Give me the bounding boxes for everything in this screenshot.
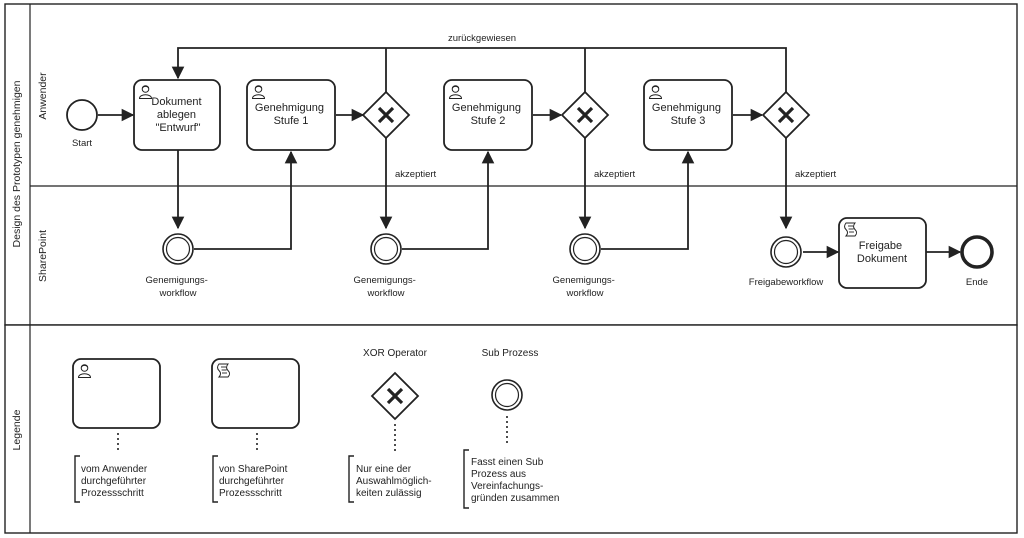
subprocess-workflow-2	[370, 233, 402, 265]
task-genehmigung-stufe-2	[443, 79, 533, 151]
lane-user-label: Anwender	[37, 72, 49, 120]
user-icon	[647, 83, 664, 100]
legend-sharepoint-task-desc: von SharePoint durchgeführter Prozesssch…	[219, 464, 290, 499]
user-icon	[76, 362, 93, 379]
start-event	[66, 99, 98, 131]
label-accepted-1: akzeptiert	[395, 169, 437, 180]
legend-xor-desc: Nur eine der Auswahlmöglich- keiten zulä…	[356, 464, 434, 499]
subprocess-workflow-2-label: Genemigungs- workflow	[354, 275, 419, 299]
label-rejected: zurückgewiesen	[448, 33, 516, 44]
flow-rejected-loop	[171, 47, 787, 92]
task-dokument-ablegen-label: Dokument ablegen "Entwurf"	[151, 96, 204, 134]
pool-title: Design des Prototypen genehmigen	[11, 80, 23, 247]
subprocess-workflow-1	[162, 233, 194, 265]
legend-pool-title: Legende	[11, 409, 23, 450]
flow-workflow2-to-stufe2	[402, 150, 495, 250]
task-freigabe-dokument-label: Freigabe Dokument	[857, 240, 907, 265]
subprocess-workflow-3	[569, 233, 601, 265]
legend-sub-desc: Fasst einen Sub Prozess aus Vereinfachun…	[471, 457, 559, 504]
legend-sharepoint-task	[211, 358, 300, 429]
flow-workflow1-to-stufe1	[194, 150, 298, 250]
task-dokument-ablegen	[133, 79, 221, 151]
end-event	[960, 235, 994, 269]
xor-gateway-icon	[560, 90, 610, 140]
subprocess-freigabe-workflow	[770, 236, 802, 268]
legend-pool	[4, 324, 1018, 534]
lane-sharepoint-label: SharePoint	[37, 230, 49, 282]
subprocess-workflow-3-label: Genemigungs- workflow	[553, 275, 618, 299]
xor-gateway-icon	[361, 90, 411, 140]
label-accepted-3: akzeptiert	[795, 169, 837, 180]
user-icon	[447, 83, 464, 100]
task-genehmigung-stufe-1	[246, 79, 336, 151]
xor-gateway-icon	[761, 90, 811, 140]
task-genehmigung-stufe-3-label: Genehmigung Stufe 3	[652, 102, 724, 127]
legend-sub-title: Sub Prozess	[482, 348, 539, 359]
start-label: Start	[72, 138, 92, 149]
flow-workflow3-to-stufe3	[601, 150, 695, 250]
xor-gateway-icon	[370, 371, 420, 421]
subprocess-freigabe-label: Freigabeworkflow	[749, 277, 824, 288]
legend-user-task-desc: vom Anwender durchgeführter Prozessschri…	[81, 464, 150, 499]
subprocess-workflow-1-label: Genemigungs- workflow	[146, 275, 211, 299]
legend-user-task	[72, 358, 161, 429]
task-genehmigung-stufe-2-label: Genehmigung Stufe 2	[452, 102, 524, 127]
user-icon	[250, 83, 267, 100]
task-freigabe-dokument	[838, 217, 927, 289]
task-genehmigung-stufe-3	[643, 79, 733, 151]
label-accepted-2: akzeptiert	[594, 169, 636, 180]
end-label: Ende	[966, 277, 988, 288]
task-genehmigung-stufe-1-label: Genehmigung Stufe 1	[255, 102, 327, 127]
legend-xor-title: XOR Operator	[363, 348, 428, 359]
legend-subprocess-event	[491, 379, 523, 411]
